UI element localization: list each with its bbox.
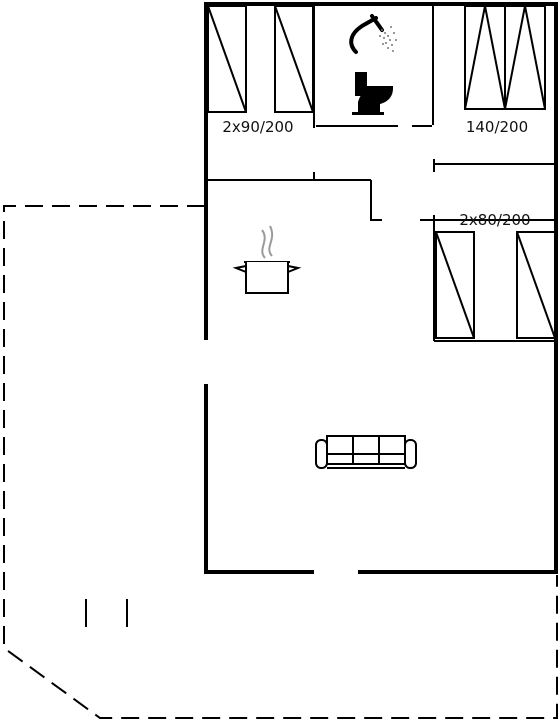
- bedroom-right-top-bed: [464, 5, 546, 110]
- bedroom-left-beds: [207, 5, 314, 113]
- toilet-icon: [352, 72, 394, 115]
- cooking-pot-icon: [232, 225, 302, 294]
- wall-corridor-jog: [370, 180, 382, 221]
- shower-icon: [349, 14, 397, 54]
- exterior-walls: [204, 2, 558, 574]
- bedroom-mid-beds: [435, 231, 556, 339]
- bed-label-bedroom-right-middle: 2x80/200: [459, 211, 530, 229]
- terrace: [3, 205, 558, 719]
- bed-label-bedroom-right-top: 140/200: [466, 118, 528, 136]
- bed-double: [464, 5, 546, 110]
- bed-single: [274, 5, 314, 113]
- sofa-icon: [315, 435, 417, 469]
- terrace-outline: [3, 205, 558, 719]
- bed-label-bedroom-left: 2x90/200: [222, 118, 293, 136]
- bed-single: [516, 231, 556, 339]
- wall-left-upper: [204, 2, 558, 344]
- wall-left-lower: [204, 384, 314, 574]
- bed-single: [207, 5, 247, 113]
- bed-single: [435, 231, 475, 339]
- interior-walls: [206, 4, 556, 342]
